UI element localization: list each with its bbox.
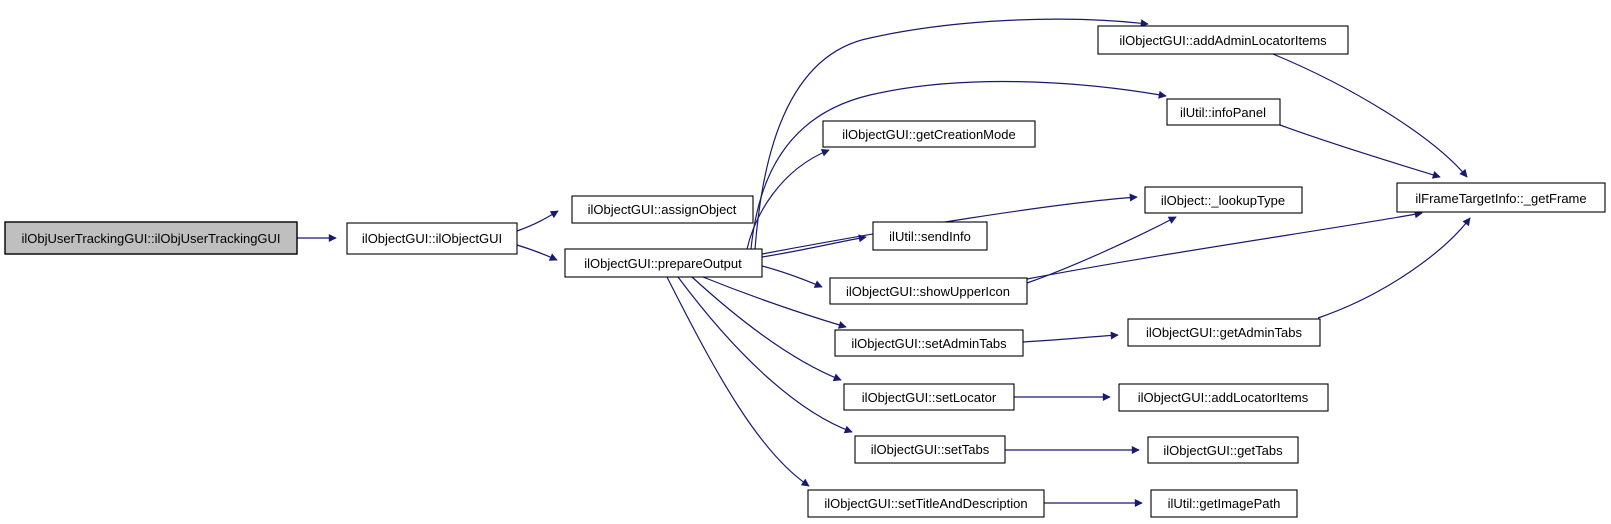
node-showUpperIcon[interactable]: ilObjectGUI::showUpperIcon (829, 277, 1028, 305)
node-label: ilObjectGUI::getAdminTabs (1146, 325, 1303, 340)
edge-showUpperIcon-to-lookupType (1026, 216, 1177, 284)
edge-prepareOutput-to-setAdminTabs (702, 276, 847, 329)
node-setLocator[interactable]: ilObjectGUI::setLocator (843, 383, 1015, 411)
node-label: ilObjectGUI::ilObjectGUI (362, 231, 502, 246)
node-prepareOutput[interactable]: ilObjectGUI::prepareOutput (564, 248, 763, 278)
edge-prepareOutput-to-setLocator (691, 276, 842, 382)
node-box[interactable] (854, 435, 1006, 464)
node-setTabs[interactable]: ilObjectGUI::setTabs (854, 435, 1006, 464)
node-label: ilObjectGUI::addLocatorItems (1138, 390, 1309, 405)
node-getFrame[interactable]: ilFrameTargetInfo::_getFrame (1396, 182, 1606, 213)
node-lookupType[interactable]: ilObject::_lookupType (1144, 186, 1303, 214)
edge-infoPanel-to-getFrame (1279, 124, 1441, 179)
node-getAdminTabs[interactable]: ilObjectGUI::getAdminTabs (1127, 318, 1321, 347)
node-getCreationMode[interactable]: ilObjectGUI::getCreationMode (822, 120, 1036, 148)
node-label: ilObjUserTrackingGUI::ilObjUserTrackingG… (21, 231, 280, 246)
node-box[interactable] (564, 248, 763, 278)
edge-prepareOutput-to-setTitleAndDescription (666, 276, 810, 487)
node-label: ilObjectGUI::setTabs (871, 442, 990, 457)
edge-prepareOutput-to-addAdminLocatorItems (754, 18, 1149, 250)
node-label: ilObjectGUI::getCreationMode (842, 127, 1015, 142)
node-addLocatorItems[interactable]: ilObjectGUI::addLocatorItems (1118, 383, 1329, 412)
node-box[interactable] (1166, 98, 1281, 126)
node-setTitleAndDescription[interactable]: ilObjectGUI::setTitleAndDescription (807, 489, 1045, 518)
edge-prepareOutput-to-infoPanel (750, 80, 1167, 250)
edge-prepareOutput-to-showUpperIcon (761, 265, 823, 288)
node-setAdminTabs[interactable]: ilObjectGUI::setAdminTabs (834, 329, 1024, 357)
node-box[interactable] (1147, 436, 1299, 464)
node-box[interactable] (829, 277, 1028, 305)
node-box (4, 221, 298, 255)
node-sendInfo[interactable]: ilUtil::sendInfo (872, 221, 988, 251)
edge-setAdminTabs-to-getAdminTabs (1022, 331, 1119, 343)
edge-layer (297, 18, 1471, 507)
node-box[interactable] (807, 489, 1045, 518)
node-box[interactable] (1097, 25, 1349, 55)
node-label: ilFrameTargetInfo::_getFrame (1415, 191, 1586, 206)
edge-prepareOutput-to-getCreationMode (746, 149, 830, 250)
edge-showUpperIcon-to-getFrame (1026, 210, 1423, 280)
edge-addAdminLocatorItems-to-getFrame (1272, 53, 1468, 178)
node-box[interactable] (1144, 186, 1303, 214)
node-box[interactable] (1396, 182, 1606, 213)
node-box[interactable] (571, 195, 754, 224)
node-label: ilObjectGUI::setLocator (862, 390, 997, 405)
node-label: ilObjectGUI::assignObject (588, 202, 737, 217)
node-label: ilUtil::sendInfo (889, 229, 971, 244)
node-box[interactable] (1118, 383, 1329, 412)
edge-ilObjectGUI-to-prepareOutput (516, 244, 558, 261)
node-label: ilObjectGUI::setAdminTabs (851, 336, 1007, 351)
node-label: ilObjectGUI::prepareOutput (584, 256, 742, 271)
edge-getAdminTabs-to-getFrame (1317, 217, 1471, 319)
node-getImagePath[interactable]: ilUtil::getImagePath (1150, 489, 1298, 518)
edge-prepareOutput-to-lookupType (761, 193, 1138, 255)
node-label: ilObjectGUI::addAdminLocatorItems (1119, 33, 1327, 48)
node-label: ilUtil::getImagePath (1168, 496, 1281, 511)
node-box[interactable] (872, 221, 988, 251)
node-ilObjUserTrackingGUI: ilObjUserTrackingGUI::ilObjUserTrackingG… (4, 221, 298, 255)
node-getTabs[interactable]: ilObjectGUI::getTabs (1147, 436, 1299, 464)
node-box[interactable] (834, 329, 1024, 357)
node-label: ilObjectGUI::setTitleAndDescription (824, 496, 1027, 511)
node-box[interactable] (843, 383, 1015, 411)
edge-prepareOutput-to-sendInfo (761, 234, 867, 258)
node-layer: ilObjUserTrackingGUI::ilObjUserTrackingG… (4, 25, 1606, 518)
node-label: ilObject::_lookupType (1161, 193, 1285, 208)
node-assignObject[interactable]: ilObjectGUI::assignObject (571, 195, 754, 224)
edge-ilObjectGUI-to-assignObject (516, 210, 559, 232)
node-box[interactable] (822, 120, 1036, 148)
node-ilObjectGUI[interactable]: ilObjectGUI::ilObjectGUI (346, 222, 518, 255)
node-box[interactable] (346, 222, 518, 255)
node-label: ilObjectGUI::showUpperIcon (846, 284, 1010, 299)
node-box[interactable] (1127, 318, 1321, 347)
node-infoPanel[interactable]: ilUtil::infoPanel (1166, 98, 1281, 126)
node-label: ilUtil::infoPanel (1180, 105, 1266, 120)
node-label: ilObjectGUI::getTabs (1163, 443, 1283, 458)
node-addAdminLocatorItems[interactable]: ilObjectGUI::addAdminLocatorItems (1097, 25, 1349, 55)
edge-prepareOutput-to-setTabs (677, 276, 853, 434)
node-box[interactable] (1150, 489, 1298, 518)
